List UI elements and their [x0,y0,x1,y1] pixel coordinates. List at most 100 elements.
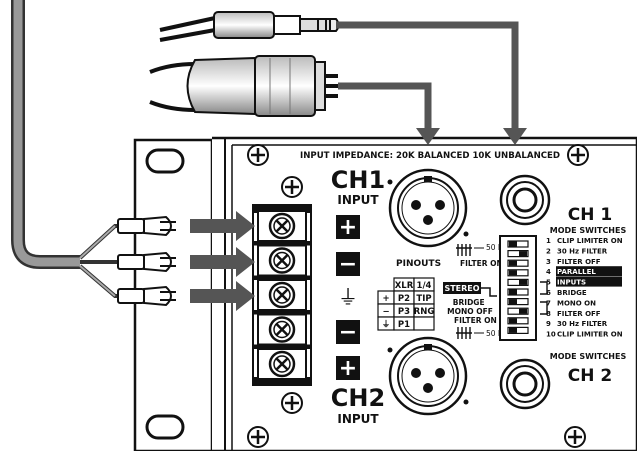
mode-item-number: 5 [546,279,551,287]
ch2-mode-title: CH 2 [568,366,612,386]
ch2-quarter-inch-input[interactable] [499,358,551,410]
terminal-screw-icon[interactable] [253,313,311,350]
filter-on-top-label: FILTER ON [460,259,503,268]
mode-dip-switch[interactable] [499,235,537,341]
terminal-screw-icon[interactable] [253,244,311,281]
dip-switch-slot[interactable] [507,250,529,258]
mode-item-label: 30 Hz FILTER [557,320,608,328]
speaker-wire-cable [11,0,176,307]
mode-item-label: FILTER OFF [557,310,601,318]
screw-icon [247,426,269,448]
mode-item-label: CLIP LIMITER ON [557,237,623,245]
ch1-mode-title: CH 1 [568,205,612,225]
terminal-screw-icon[interactable] [253,279,311,315]
minus-bottom-symbol: − [339,320,357,345]
ch2-xlr-input[interactable] [387,336,469,416]
ch1-xlr-input[interactable] [387,168,469,248]
mode-item-label: INPUTS [557,279,586,287]
arrow-right-icon [190,281,255,311]
minus-top-symbol: − [339,252,357,277]
dip-switch-slot[interactable] [507,307,529,315]
plus-bottom-symbol: + [339,356,357,381]
mode-switches-bottom-title: MODE SWITCHES [550,352,627,361]
mode-item-label: MONO ON [557,299,596,307]
bracket-icon [540,301,548,315]
stereo-bridge-labels: STEREO BRIDGE MONO OFF [443,282,497,316]
filter-indicators: 50 Hz FILTER ON FILTER ON 50 Hz [454,243,508,339]
pinout-value: P3 [398,307,410,317]
dip-switch-slot[interactable] [507,317,529,325]
wire-insert-arrows [190,211,255,311]
spade-lug-icon [117,251,176,273]
barrier-terminal-block [252,204,312,386]
dip-switch-slot[interactable] [507,278,529,286]
pinout-value: P2 [398,294,410,304]
spade-lug-icon [117,285,176,307]
pinouts-title: PINOUTS [396,259,441,269]
pinout-value: + [382,294,389,304]
arrow-right-icon [190,247,255,277]
rack-slot-icon [145,148,185,174]
signal-routing-lines [336,21,527,145]
pinout-value: RNG [414,307,435,317]
ch1-title: CH1 [331,166,385,194]
bracket-icon [540,281,548,295]
polarity-symbols: + − ⏚ − + [336,215,360,381]
xlr-plug [149,55,338,117]
mode-item-number: 9 [546,320,551,328]
ch1-quarter-inch-input[interactable] [499,174,551,226]
mode-item-number: 2 [546,247,551,255]
dip-switch-slot[interactable] [507,259,529,267]
pinout-cell [413,316,435,331]
pinout-value: TIP [416,294,431,304]
spade-lug-icon [117,215,176,237]
mode-item-label: CLIP LIMITER ON [557,331,623,339]
hz50-bottom-label: 50 Hz [486,329,508,338]
mode-item-number: 8 [546,310,551,318]
dip-switch-slot[interactable] [507,240,529,248]
arrow-down-icon [503,128,527,145]
dip-switch-slot[interactable] [507,269,529,277]
pinout-header: XLR [395,281,414,291]
hz50-top-label: 50 Hz [486,243,508,252]
mode-item-number: 3 [546,258,551,266]
mode-item-label: BRIDGE [557,289,587,297]
mode-item-label: PARALLEL [557,268,596,276]
rack-slot-icon [145,414,185,440]
screw-icon [564,426,586,448]
screw-icon [247,144,269,166]
dip-switch-slot[interactable] [507,288,529,296]
input-impedance-label: INPUT IMPEDANCE: 20K BALANCED 10K UNBALA… [300,151,560,161]
ch2-subtitle: INPUT [337,412,379,426]
panel-screws [247,144,589,448]
ch1-subtitle: INPUT [337,193,379,207]
dip-switch-slot[interactable] [507,326,529,334]
pinout-value: − [382,307,389,317]
pinout-value: ⏚ [382,320,391,330]
filter-symbol-icon [456,327,472,339]
bridge-label: BRIDGE MONO OFF [447,298,493,316]
arrow-down-icon [416,128,440,145]
terminal-screw-icon[interactable] [253,210,311,246]
arrow-right-icon [190,211,255,241]
dip-switch-slot[interactable] [507,298,529,306]
mode-item-number: 1 [546,237,551,245]
mode-item-number: 7 [546,299,551,307]
mode-item-number: 6 [546,289,551,297]
screw-icon [567,144,589,166]
ground-symbol: ⏚ [338,285,358,309]
screw-icon [281,176,303,198]
filter-symbol-icon [456,244,472,256]
plus-top-symbol: + [339,215,357,240]
stereo-label: STEREO [444,284,479,293]
terminal-screw-icon[interactable] [257,348,307,380]
pinout-value: P1 [398,320,410,330]
screw-icon [281,392,303,414]
mode-item-label: FILTER OFF [557,258,601,266]
ch2-title: CH2 [331,384,385,412]
mode-item-label: 30 Hz FILTER [557,247,608,255]
mode-item-number: 4 [546,268,551,276]
